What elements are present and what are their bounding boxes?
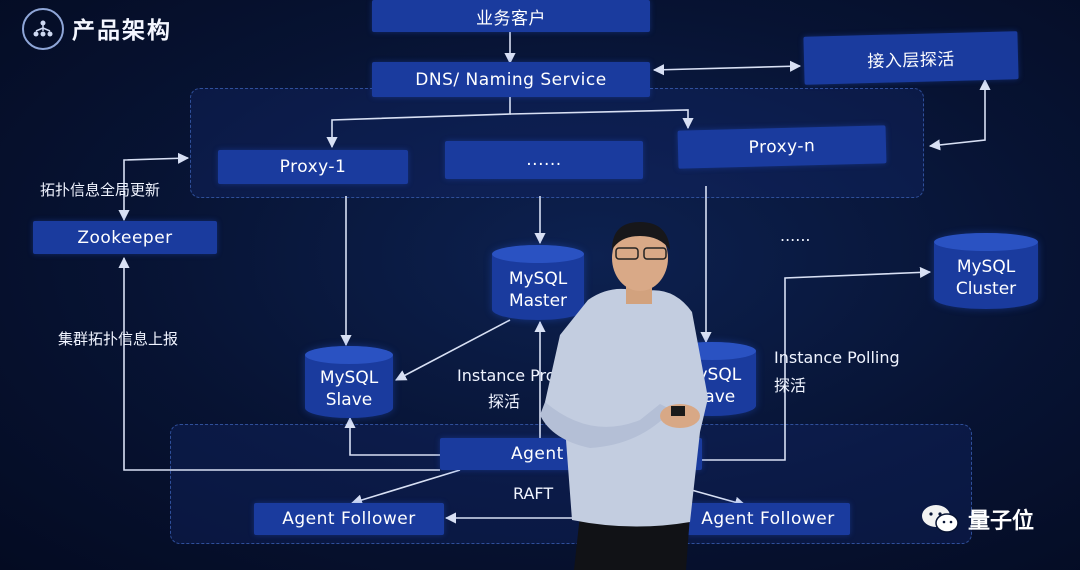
topology-update-label: 拓扑信息全局更新 [40, 181, 161, 199]
watermark-text: 量子位 [968, 509, 1035, 534]
arrow-leader-slave [344, 416, 440, 456]
page-title: 产品架构 [72, 18, 172, 44]
arrow-dns-proxies [326, 97, 511, 149]
raft-label: RAFT [513, 484, 554, 503]
instance-polling-cn-label: 探活 [774, 376, 807, 395]
arrow-dns-probe [652, 60, 802, 76]
instance-probe-label: Instance Probe [457, 366, 576, 385]
wechat-icon [922, 505, 959, 533]
instance-polling-label: Instance Polling [774, 348, 900, 367]
business-client-box: 业务客户 [372, 0, 650, 32]
arrow-leader-follower-left [350, 469, 461, 506]
zookeeper-box: Zookeeper [33, 221, 217, 254]
arrow-leader-zk [118, 256, 440, 471]
instance-probe-cn-label: 探活 [488, 392, 521, 411]
arrow-master-slave [395, 319, 511, 381]
watermark: 量子位 [920, 503, 1034, 535]
arrow-leader-cluster [700, 266, 932, 461]
agent-follower-right-box: Agent Follower [686, 503, 850, 535]
hierarchy-icon [22, 8, 64, 50]
topology-report-label: 集群拓扑信息上报 [58, 330, 179, 348]
proxy-1-box: Proxy-1 [218, 150, 408, 184]
proxy-ellipsis-box: ...... [445, 141, 643, 179]
arrow-probe-proxyn [928, 78, 991, 151]
cluster-ellipsis-label: ...... [780, 226, 811, 245]
dns-naming-service-box: DNS/ Naming Service [372, 62, 650, 97]
arrow-dns-proxyn [509, 109, 694, 130]
arrow-zk-proxy [118, 152, 190, 222]
agent-follower-left-box: Agent Follower [254, 503, 444, 535]
